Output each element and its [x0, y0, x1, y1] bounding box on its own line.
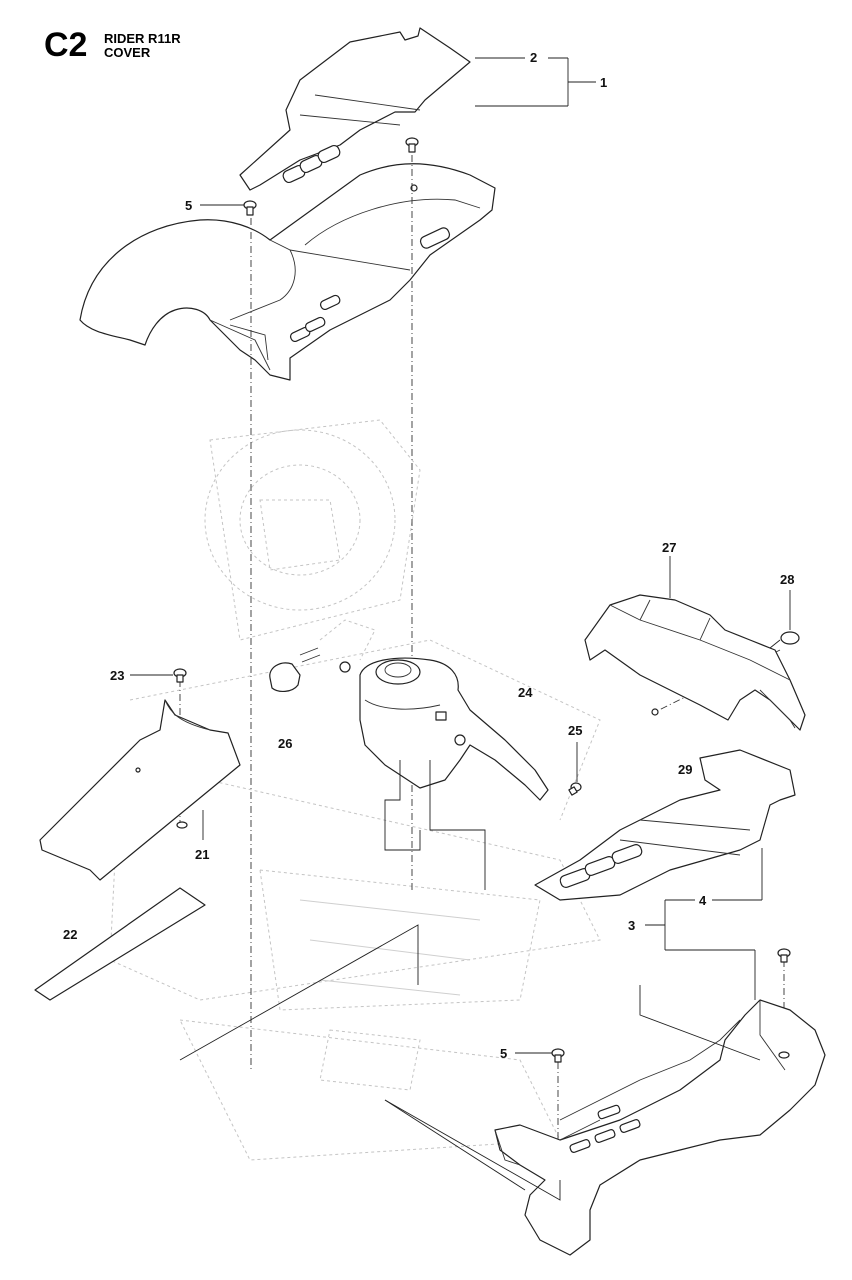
part-26-cap — [269, 619, 376, 692]
screw-top-right — [405, 137, 419, 153]
callout-1: 1 — [600, 75, 607, 90]
part-27-rear-cover — [584, 594, 806, 731]
screw-23 — [173, 668, 187, 683]
callout-22: 22 — [63, 927, 77, 942]
callout-23: 23 — [110, 668, 124, 683]
screw-bottom-right — [777, 948, 791, 963]
callout-2: 2 — [530, 50, 537, 65]
callout-26: 26 — [278, 736, 292, 751]
callout-29: 29 — [678, 762, 692, 777]
callout-5-bottom: 5 — [500, 1046, 507, 1061]
callout-4: 4 — [699, 893, 707, 908]
callout-21: 21 — [195, 847, 209, 862]
part-2-top-mat — [239, 27, 471, 191]
part-29-lower-mat — [534, 749, 796, 901]
frame-outlines — [179, 924, 761, 1201]
callout-labels: 1 2 3 4 5 5 21 22 23 24 25 26 27 28 29 — [63, 50, 794, 1061]
callout-27: 27 — [662, 540, 676, 555]
callout-25: 25 — [568, 723, 582, 738]
callout-28: 28 — [780, 572, 794, 587]
part-24-tank — [359, 657, 549, 801]
model-name: RIDER R11R — [104, 31, 181, 46]
screw-top-left — [243, 200, 257, 216]
callout-leaders — [130, 57, 791, 1054]
callout-24: 24 — [518, 685, 533, 700]
screw-bottom-left — [551, 1048, 565, 1063]
part-22-strip — [34, 887, 206, 1001]
part-28-tie — [651, 631, 800, 716]
section-name: COVER — [104, 45, 151, 60]
callout-5-top: 5 — [185, 198, 192, 213]
part-1-upper-fender — [79, 163, 496, 381]
part-3-lower-fender — [494, 999, 826, 1256]
part-21-left-plate — [39, 699, 241, 881]
callout-3: 3 — [628, 918, 635, 933]
section-code: C2 — [44, 26, 88, 64]
screw-25 — [568, 782, 582, 796]
tank-bracket-outline — [384, 760, 486, 890]
